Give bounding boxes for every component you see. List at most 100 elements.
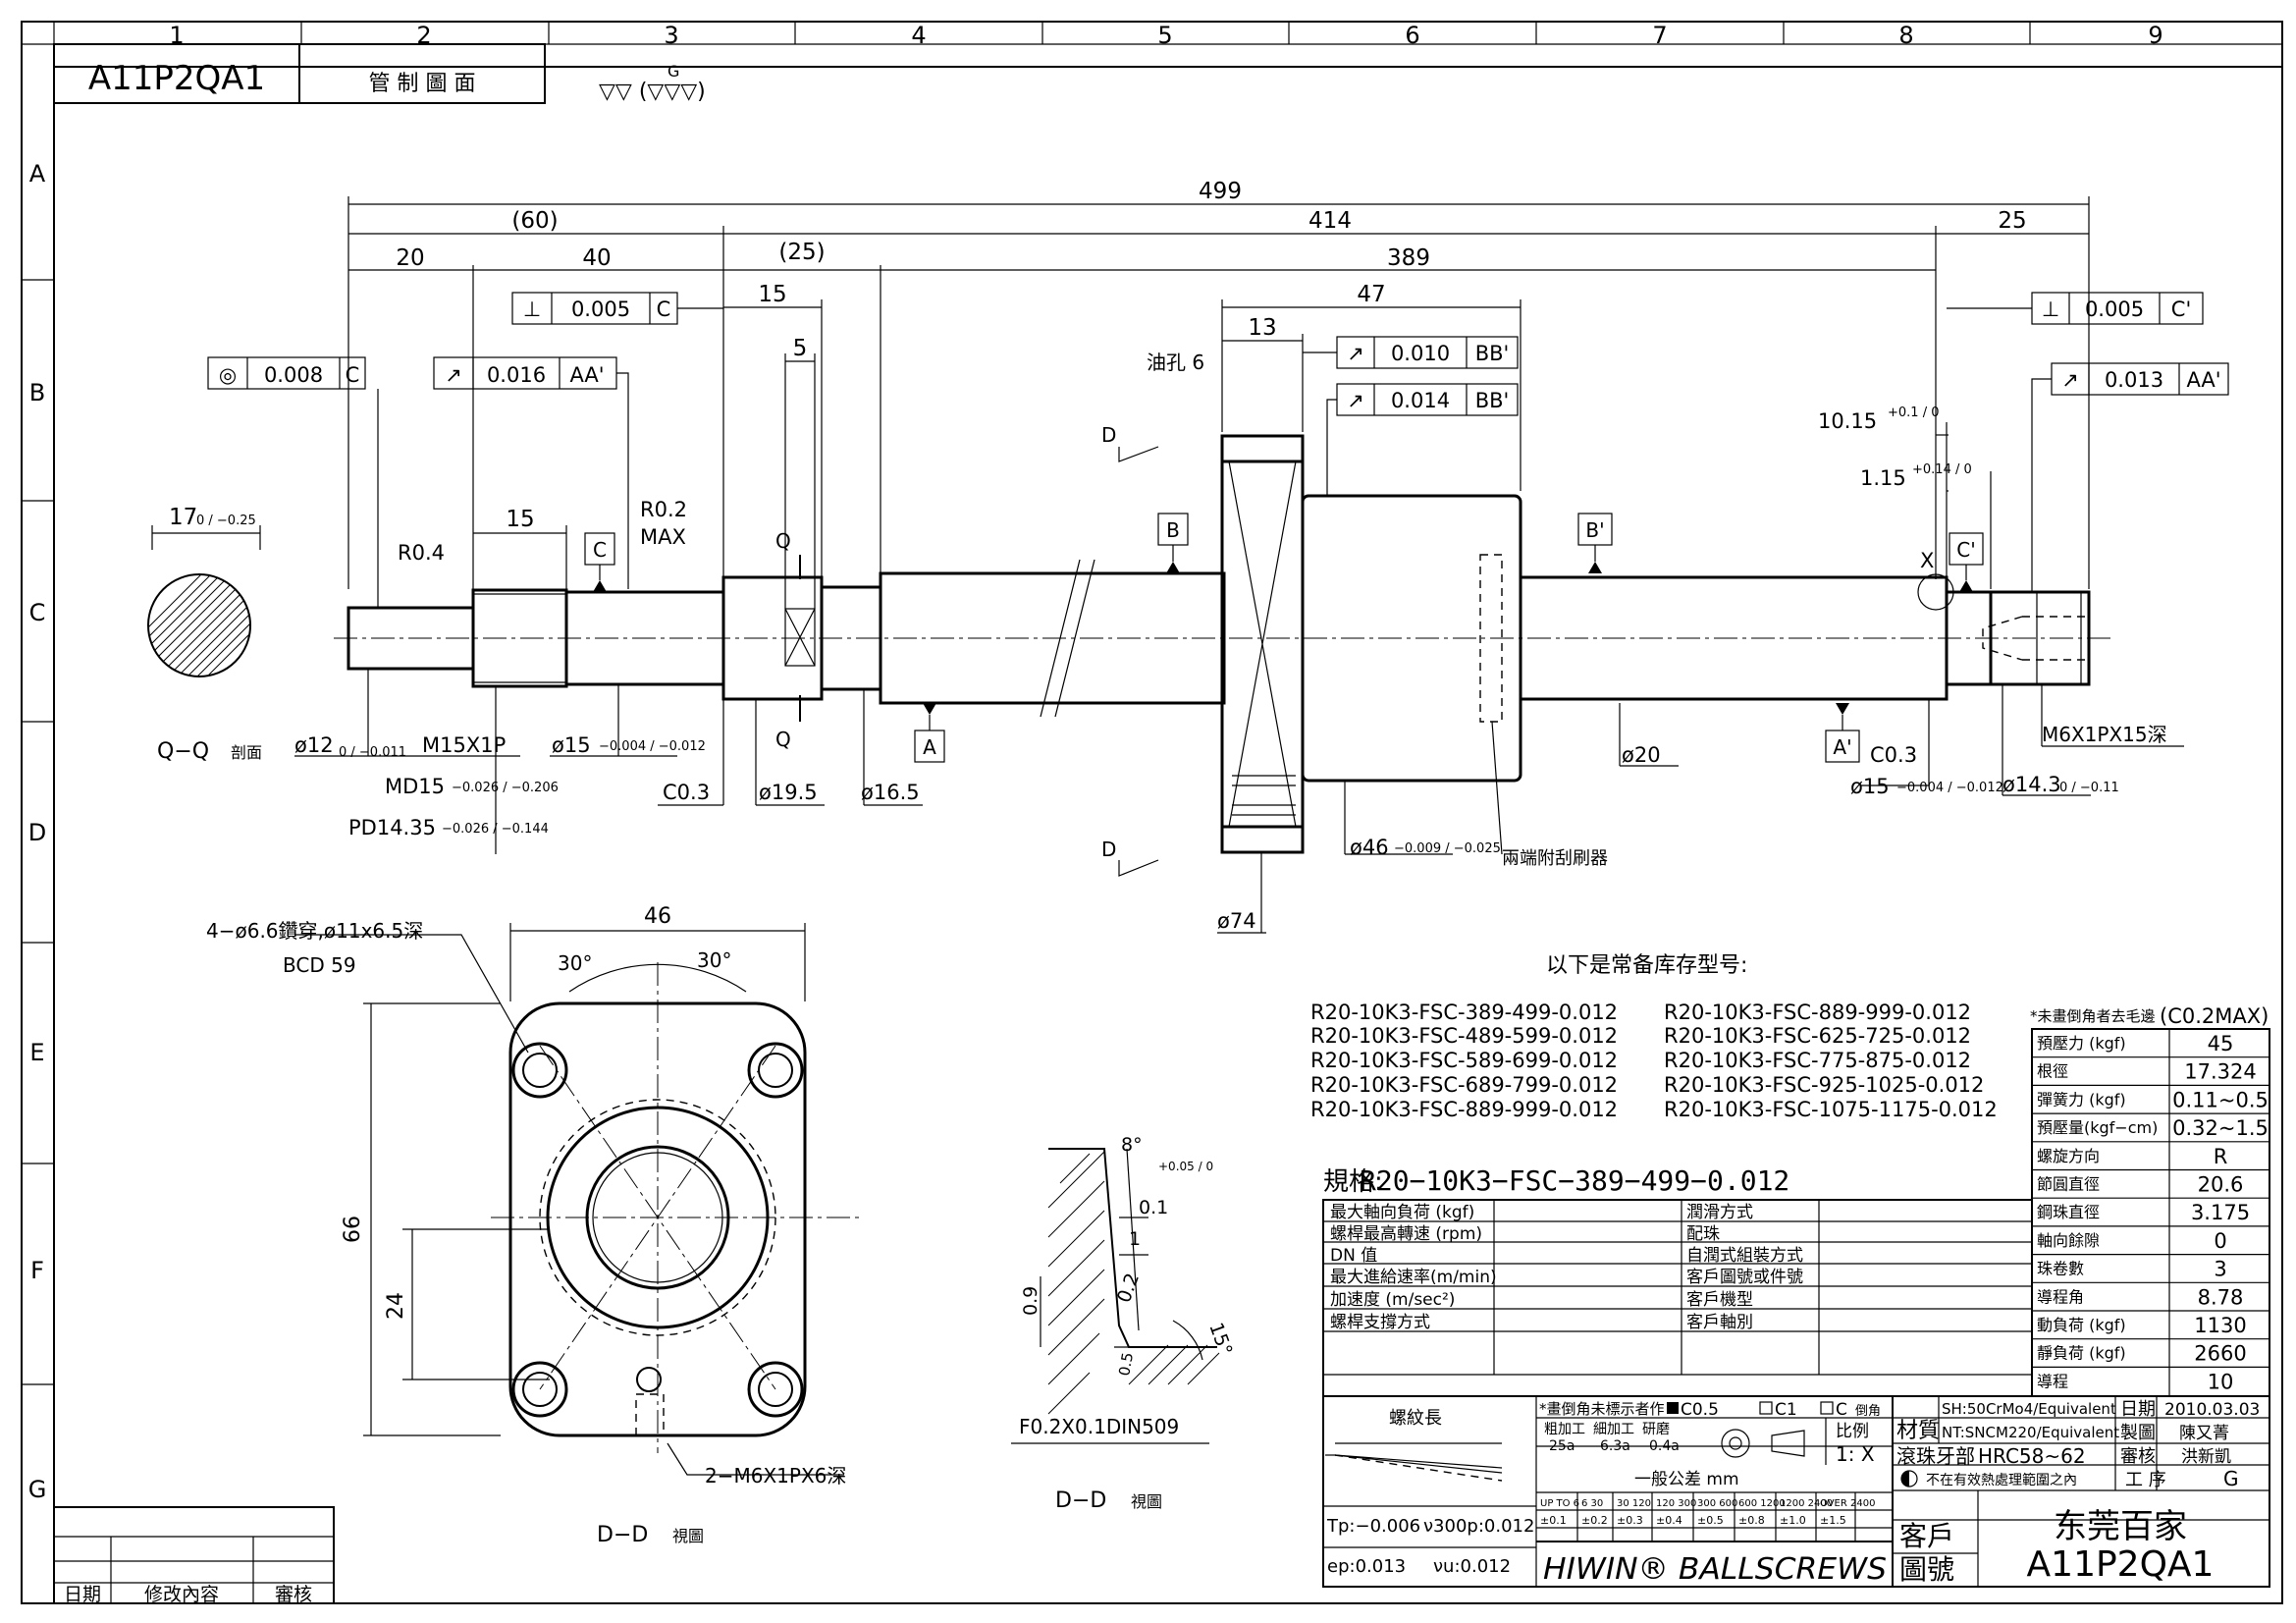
- svg-text:⊥: ⊥: [2042, 298, 2059, 321]
- svg-text:0.010: 0.010: [1391, 342, 1450, 365]
- dim-phi15a-tol: −0.004 / −0.012: [599, 739, 706, 754]
- flange-holes: 4−ø6.6鑽穿,ø11x6.5深: [206, 919, 423, 943]
- params-note: *未畫倒角者去毛邊: [2030, 1007, 2156, 1025]
- heat-note: 不在有效熱處理範圍之內: [1926, 1472, 2077, 1488]
- lower-callouts: [294, 669, 2184, 934]
- tol-header-5: 600 1200: [1738, 1498, 1786, 1509]
- hiwin-logo: HIWIN® BALLSCREWS: [1543, 1552, 1887, 1587]
- ballscrew-main-view: [334, 434, 2110, 854]
- dim-c03b: C0.3: [1870, 743, 1917, 767]
- svg-text:0.005: 0.005: [571, 298, 630, 321]
- checker-value: 洪新凱: [2181, 1447, 2231, 1467]
- qq-sub: 剖面: [231, 743, 262, 762]
- fcf-runout-left: ↗ 0.016 AA': [433, 356, 629, 589]
- fcf-perp-right: ⊥ 0.005 C': [1947, 292, 2204, 325]
- detail-ang-8: 8°: [1121, 1134, 1143, 1156]
- dim-60: (60): [511, 208, 558, 234]
- svg-text:Q: Q: [775, 728, 791, 751]
- tol-value-0: ±0.1: [1540, 1514, 1567, 1527]
- dim-overall-499: 499: [1199, 179, 1242, 204]
- flange-ang-2: 30°: [697, 948, 731, 972]
- drawing-frame: 1 2 3 4 5 6 7 8 9 A B C D E F G: [21, 21, 2283, 1604]
- param-value-6: 3.175: [2191, 1201, 2250, 1224]
- tol-value-6: ±1.0: [1780, 1514, 1806, 1527]
- param-key-1: 根徑: [2037, 1062, 2068, 1081]
- datum-b: B: [1166, 518, 1180, 542]
- datum-c: C: [593, 538, 607, 562]
- process-value: G: [2223, 1467, 2239, 1490]
- param-key-12: 導程: [2037, 1372, 2068, 1390]
- param-key-10: 動負荷 (kgf): [2037, 1316, 2126, 1334]
- param-value-2: 0.11~0.5: [2172, 1088, 2269, 1111]
- dim-1015: 10.15: [1818, 409, 1877, 433]
- grind-val: 0.4a: [1649, 1438, 1680, 1454]
- dim-414: 414: [1308, 208, 1352, 234]
- detail-01: 0.1: [1139, 1197, 1168, 1218]
- param-key-5: 節圓直徑: [2037, 1175, 2100, 1194]
- param-value-12: 10: [2208, 1370, 2234, 1393]
- datum-a: A: [923, 735, 936, 759]
- wiper-note: 兩端附刮刷器: [1502, 848, 1608, 869]
- dim-389: 389: [1387, 245, 1430, 271]
- grid-row-a: A: [29, 160, 46, 188]
- spec-label: 規格:: [1323, 1167, 1383, 1197]
- dim-1015-tol: +0.1 / 0: [1888, 406, 1939, 420]
- spec-row-mid-3: 自潤式組裝方式: [1686, 1246, 1803, 1266]
- fcf-perp-left: ⊥ 0.005 C: [511, 292, 723, 325]
- params-note-val: (C0.2MAX): [2160, 1004, 2269, 1028]
- tp-value: Tp:−0.006: [1326, 1516, 1420, 1537]
- grid-col-6: 6: [1405, 22, 1419, 49]
- section-markers: Q Q D D: [775, 423, 1159, 877]
- dim-13: 13: [1248, 315, 1276, 341]
- dim-phi15b-tol: −0.004 / −0.012: [1896, 781, 2003, 795]
- drawing-number-top: A11P2QA1: [88, 59, 265, 98]
- flange-dim-24: 24: [384, 1292, 408, 1320]
- dim-15a: 15: [758, 282, 786, 307]
- detail-1: 1: [1129, 1228, 1141, 1250]
- dim-md15-tol: −0.026 / −0.206: [452, 781, 559, 795]
- dim-25-right: 25: [1998, 208, 2026, 234]
- spec-row-left-4: 最大進給速率(m/min): [1330, 1268, 1497, 1287]
- dim-115-tol: +0.14 / 0: [1912, 462, 1972, 477]
- spec-row-left-5: 加速度 (m/sec²): [1330, 1290, 1455, 1310]
- param-value-8: 3: [2214, 1258, 2226, 1281]
- tol-header-3: 120 300: [1656, 1498, 1696, 1509]
- dim-phi12: ø12: [294, 733, 334, 757]
- stock-list: 以下是常备库存型号: R20-10K3-FSC-389-499-0.012 R2…: [1310, 953, 1998, 1121]
- dim-20: 20: [396, 245, 424, 271]
- svg-text:D: D: [1101, 423, 1116, 447]
- dim-m6: M6X1PX15深: [2042, 723, 2167, 746]
- dim-115: 1.15: [1860, 466, 1906, 490]
- rough: 粗加工: [1544, 1422, 1585, 1437]
- svg-text:AA': AA': [569, 363, 604, 387]
- tol-value-1: ±0.2: [1581, 1514, 1608, 1527]
- date-label: 日期: [2120, 1399, 2156, 1420]
- svg-text:AA': AA': [2186, 368, 2220, 392]
- rough-val: 25a: [1549, 1438, 1575, 1454]
- param-value-4: R: [2214, 1145, 2228, 1168]
- material-1: SH:50CrMo4/Equivalent: [1942, 1400, 2116, 1418]
- datum-flags: A A' B B' C C': [584, 513, 1984, 763]
- surface-symbol-g: G: [667, 62, 679, 81]
- spec-row-mid-5: 客戶機型: [1686, 1290, 1753, 1310]
- ep-value: ep:0.013: [1327, 1556, 1406, 1577]
- detail-caption-sub: 視圖: [1131, 1492, 1162, 1511]
- dim-40: 40: [582, 245, 611, 271]
- detail-05: 0.5: [1115, 1351, 1137, 1378]
- dim-5: 5: [793, 336, 808, 361]
- dim-25-paren: (25): [778, 240, 825, 265]
- grind: 研磨: [1642, 1422, 1670, 1437]
- dim-pd1435-tol: −0.026 / −0.144: [442, 822, 549, 837]
- svg-text:0.013: 0.013: [2105, 368, 2163, 392]
- spec-row-left-1: 最大軸向負荷 (kgf): [1330, 1203, 1474, 1222]
- grid-row-c: C: [29, 599, 46, 626]
- dim-17: 17: [169, 505, 197, 530]
- flange-caption-sub: 視圖: [672, 1527, 704, 1545]
- revision-date: 日期: [64, 1584, 101, 1605]
- fine: 細加工: [1593, 1422, 1634, 1437]
- grid-col-5: 5: [1157, 22, 1172, 49]
- param-key-2: 彈簧力 (kgf): [2037, 1090, 2126, 1109]
- param-key-8: 珠卷數: [2037, 1260, 2084, 1278]
- fine-val: 6.3a: [1600, 1438, 1630, 1454]
